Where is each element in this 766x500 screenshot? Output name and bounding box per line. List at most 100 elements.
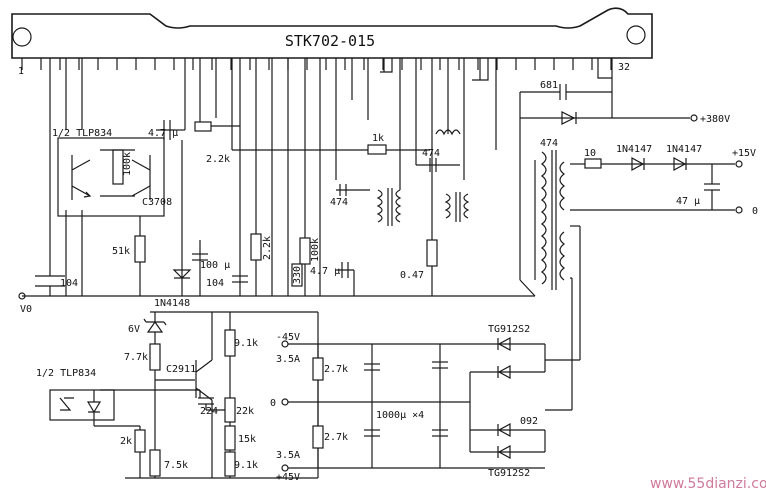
label-4u7-b: 4.7 μ (310, 266, 340, 277)
label-100u: 100 μ (200, 260, 230, 271)
label-15k: 15k (238, 434, 256, 445)
resistor-9k1-a (224, 329, 236, 357)
mounting-hole-left (12, 27, 32, 47)
terminal-0-out (735, 206, 743, 214)
label-2k: 2k (120, 436, 132, 447)
resistor-7k5 (149, 449, 161, 477)
label-104-b: 104 (206, 278, 224, 289)
label-m45v: -45V (276, 332, 300, 343)
resistor-330 (291, 263, 303, 287)
diode-tg912s2-b2 (497, 444, 511, 460)
label-15v: +15V (732, 148, 756, 159)
transformer-2-primary (444, 193, 451, 219)
resistor-2k2-a (194, 121, 212, 132)
output-transformer-sec-b (559, 231, 565, 281)
opto-led (59, 397, 74, 411)
label-tg912s2-a: TG912S2 (488, 324, 530, 335)
resistor-100k-b (299, 237, 311, 265)
transformer-1-secondary (395, 189, 402, 223)
label-tg912s2-b: TG912S2 (488, 468, 530, 479)
label-0-out: 0 (752, 206, 758, 217)
label-474-c: 474 (330, 197, 348, 208)
label-1000u-x4: 1000μ ×4 (376, 410, 424, 421)
ic-name: STK702-015 (285, 32, 375, 50)
label-v0: V0 (20, 304, 32, 315)
label-10: 10 (584, 148, 596, 159)
label-6v: 6V (128, 324, 140, 335)
label-35a-a: 3.5A (276, 354, 300, 365)
diode-tg912s2-b1 (497, 422, 511, 438)
label-4u7-top: 4.7 μ (148, 128, 178, 139)
upper-wiring (18, 58, 743, 410)
resistor-51k (134, 235, 146, 263)
output-transformer-sec-a (559, 161, 565, 211)
transformer-1-primary (376, 189, 383, 223)
label-35a-b: 3.5A (276, 450, 300, 461)
diode-tg912s2-a2 (497, 364, 511, 380)
label-681: 681 (540, 80, 558, 91)
diode-1n4148-upper (172, 269, 192, 279)
label-7k5: 7.5k (164, 460, 188, 471)
resistor-9k1-b (224, 451, 236, 477)
inductor (435, 129, 461, 136)
transistor-c3708-label: C3708 (142, 197, 172, 208)
resistor-1k (367, 144, 387, 155)
mounting-hole-right (626, 25, 646, 45)
diode-380v (561, 111, 577, 125)
opto-coupler-bottom (49, 389, 115, 421)
label-47u: 47 μ (676, 196, 700, 207)
label-2k7-b: 2.7k (324, 432, 348, 443)
labels: 1/2 TLP834 C3708 100k 4.7 μ 2.2k 1k 681 … (20, 80, 758, 483)
opto-photodiode (86, 401, 102, 414)
resistor-2k7-a (312, 357, 324, 381)
transformer-2-secondary (463, 193, 470, 219)
label-p45v: +45V (276, 472, 300, 483)
label-51k: 51k (112, 246, 130, 257)
pin-32-label: 32 (618, 62, 630, 73)
label-330: 330 (292, 266, 303, 284)
transistor-c2911 (195, 359, 213, 401)
resistor-0r47 (426, 239, 438, 267)
label-100k-b: 100k (310, 238, 321, 262)
terminal-15v (735, 160, 743, 168)
diode-1n4147-b (673, 156, 687, 172)
label-9k1-b: 9.1k (234, 460, 258, 471)
label-1n4147-a: 1N4147 (616, 144, 652, 155)
label-100k-a: 100k (122, 152, 133, 176)
label-1n4148: 1N4148 (154, 298, 190, 309)
label-380v: +380V (700, 114, 730, 125)
terminal-0-mid (281, 398, 289, 406)
ic-package: STK702-015 1 32 (11, 7, 653, 77)
label-9k1-a: 9.1k (234, 338, 258, 349)
terminal-p45v (281, 464, 289, 472)
watermark: www.55dianzi.com (640, 474, 766, 492)
resistor-10 (584, 158, 602, 169)
pin-1-label: 1 (18, 66, 24, 77)
resistor-2k (134, 429, 146, 453)
label-0-mid: 0 (270, 398, 276, 409)
label-474-a: 474 (540, 138, 558, 149)
label-1k: 1k (372, 133, 384, 144)
label-224: 224 (200, 406, 218, 417)
label-092: 092 (520, 416, 538, 427)
label-2k2-a: 2.2k (206, 154, 230, 165)
lower-left-driver (49, 311, 319, 479)
label-2k7-a: 2.7k (324, 364, 348, 375)
ic-pins (21, 58, 612, 70)
diode-tg912s2-a1 (497, 336, 511, 352)
label-0r47: 0.47 (400, 270, 424, 281)
label-7k7: 7.7k (124, 352, 148, 363)
resistor-2k2-b (250, 233, 262, 261)
terminal-380v (690, 114, 698, 122)
label-22k: 22k (236, 406, 254, 417)
resistor-7k7 (149, 343, 161, 371)
label-2k2-b: 2.2k (262, 236, 273, 260)
label-1n4147-b: 1N4147 (666, 144, 702, 155)
resistor-2k7-b (312, 425, 324, 449)
resistor-15k (224, 425, 236, 451)
output-transformer-primary (541, 151, 547, 285)
opto-coupler-top (57, 137, 165, 217)
resistor-22k (224, 397, 236, 423)
